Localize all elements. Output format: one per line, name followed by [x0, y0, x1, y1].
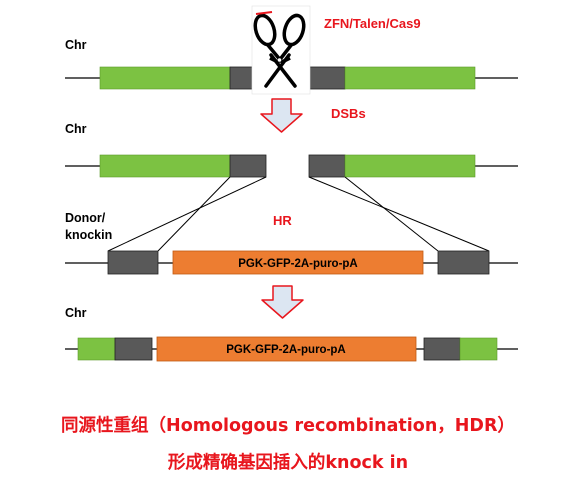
donor-cassette [172, 250, 424, 275]
homology-arm-right-1 [308, 66, 346, 90]
donor-label-line1: Donor/ [65, 211, 106, 225]
chromosome-row-1: Chr [65, 38, 518, 90]
dsbs-label: DSBs [331, 106, 366, 121]
homology-arm-right-4 [423, 337, 461, 361]
down-arrow-icon [260, 98, 303, 133]
crossover-lines [107, 176, 490, 252]
exon-block-right-2 [344, 154, 476, 178]
nuclease-label: ZFN/Talen/Cas9 [324, 16, 421, 31]
homology-arm-left-4 [114, 337, 153, 361]
donor-homology-arm-left [107, 250, 159, 275]
exon-block-left-2 [99, 154, 231, 178]
donor-cassette-label: PGK-GFP-2A-puro-pA [238, 258, 357, 270]
chr-label-3: Chr [65, 306, 87, 320]
down-arrow-icon [261, 285, 304, 319]
donor-homology-arm-right [437, 250, 490, 275]
chromosome-row-2: Chr [65, 122, 518, 178]
inserted-cassette [156, 336, 417, 362]
hr-label: HR [273, 213, 292, 228]
caption-line-2: 形成精确基因插入的knock in [167, 453, 409, 473]
chr-label-1: Chr [65, 38, 87, 52]
exon-block-right-4 [459, 337, 498, 361]
donor-row: Donor/ knockin PGK-GFP-2A-puro-pA [65, 211, 518, 275]
chr-label-2: Chr [65, 122, 87, 136]
donor-label-line2: knockin [65, 228, 112, 242]
homology-arm-left-2 [229, 154, 267, 178]
chromosome-row-4: Chr PGK-GFP-2A-puro-pA [65, 306, 518, 362]
inserted-cassette-label: PGK-GFP-2A-puro-pA [226, 344, 345, 356]
exon-block-left-1 [99, 66, 231, 90]
homology-arm-right-2 [308, 154, 346, 178]
scissors-icon [251, 5, 311, 95]
exon-block-left-4 [77, 337, 116, 361]
caption-line-1: 同源性重组（Homologous recombination，HDR） [61, 416, 515, 436]
exon-block-right-1 [344, 66, 476, 90]
